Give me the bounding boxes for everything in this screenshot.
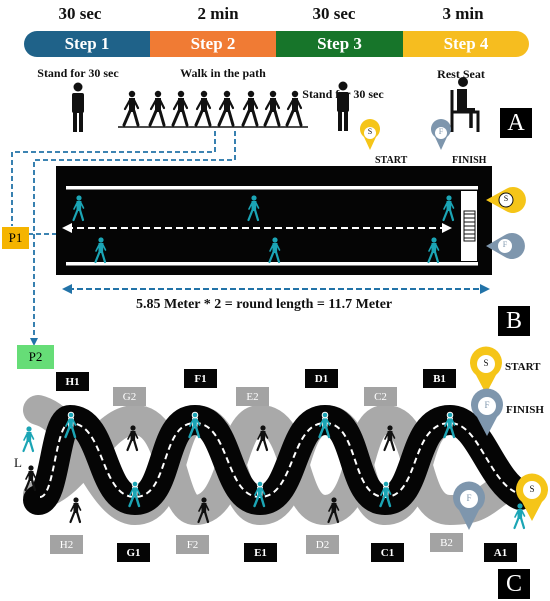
standing-person-icon (72, 82, 84, 132)
finish-pin-side-icon (486, 232, 525, 259)
duration-step-4: 3 min (442, 4, 484, 23)
checkpoint-h2: H2 (50, 535, 83, 554)
start-pin-icon (360, 118, 380, 150)
panel-label-a: A (500, 108, 532, 138)
standing-person-icon (337, 81, 349, 131)
duration-step-1: 30 sec (58, 4, 102, 23)
start-label: START (375, 155, 408, 166)
corridor-track (56, 166, 492, 275)
start-label: START (505, 361, 541, 373)
start-track-marker-label: S (529, 484, 535, 494)
step-4: Step 4 (403, 31, 529, 57)
step-1: Step 1 (24, 31, 150, 57)
step-bar: Step 1 Step 2 Step 3 Step 4 (24, 31, 529, 57)
step-2: Step 2 (150, 31, 276, 57)
checkpoint-f1: F1 (184, 369, 217, 388)
p1-tag: P1 (2, 227, 29, 249)
start-pin-side-icon (486, 187, 526, 214)
start-pin-track-icon (516, 473, 548, 521)
checkpoint-d1: D1 (305, 369, 338, 388)
checkpoint-a1: A1 (484, 543, 517, 562)
finish-side-marker-label: F (502, 240, 508, 249)
checkpoint-f2: F2 (176, 535, 209, 554)
left-side-label: L (14, 455, 22, 470)
start-marker-label: S (483, 358, 489, 368)
finish-pin-track-icon (453, 481, 485, 530)
checkpoint-d2: D2 (306, 535, 339, 554)
panel-label-c: C (498, 569, 530, 599)
checkpoint-g2: G2 (113, 387, 146, 406)
finish-marker-label: F (438, 127, 444, 136)
finish-marker-label: F (484, 400, 490, 410)
finish-pin-icon (430, 118, 451, 150)
walker-icon (22, 425, 35, 453)
start-side-marker-label: S (503, 194, 509, 203)
start-marker-label: S (367, 127, 373, 136)
checkpoint-c1: C1 (371, 543, 404, 562)
p2-tag: P2 (17, 345, 54, 369)
checkpoint-c2: C2 (364, 387, 397, 406)
finish-label: FINISH (506, 404, 544, 416)
walker-icon (69, 496, 82, 524)
checkpoint-g1: G1 (117, 543, 150, 562)
checkpoint-b2: B2 (430, 533, 463, 552)
checkpoint-h1: H1 (56, 372, 89, 391)
duration-step-3: 30 sec (312, 4, 356, 23)
finish-label: FINISH (452, 155, 487, 166)
connector-p1 (11, 131, 216, 226)
finish-pin-icon (471, 388, 503, 436)
measurement-label: 5.85 Meter * 2 = round length = 11.7 Met… (136, 297, 393, 312)
finish-track-marker-label: F (466, 493, 472, 503)
checkpoint-e2: E2 (236, 387, 269, 406)
step-3: Step 3 (276, 31, 403, 57)
duration-step-2: 2 min (197, 4, 239, 23)
caption-rest: Rest Seat (437, 67, 485, 81)
seated-person-icon (450, 77, 480, 132)
start-pin-icon (470, 346, 502, 394)
walking-sequence-icon (118, 89, 308, 128)
checkpoint-b1: B1 (423, 369, 456, 388)
caption-walk: Walk in the path (180, 66, 266, 80)
checkpoint-e1: E1 (244, 543, 277, 562)
caption-stand-1: Stand for 30 sec (37, 66, 119, 80)
panel-label-b: B (498, 306, 530, 336)
connector-p2 (33, 131, 236, 343)
